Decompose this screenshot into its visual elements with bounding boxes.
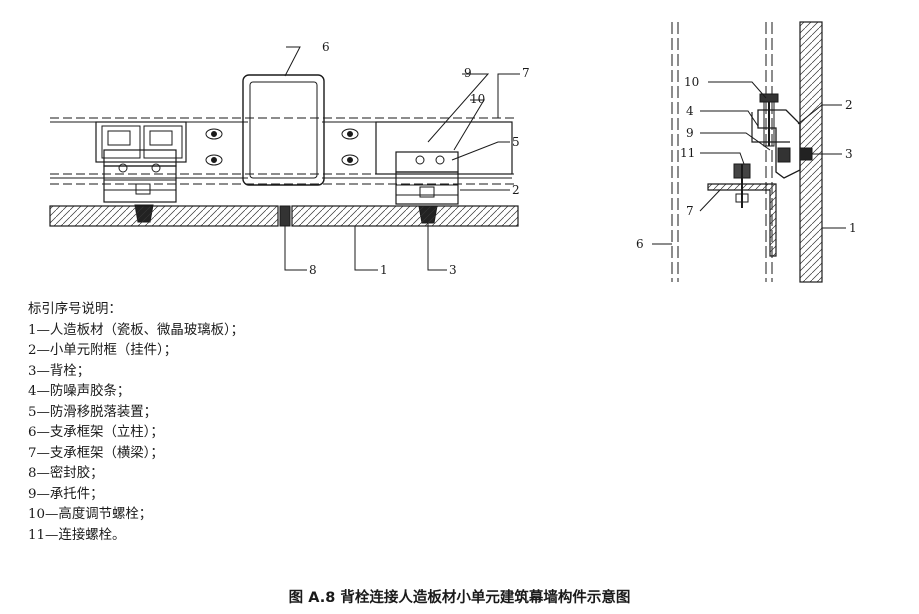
legend-item: 9—承托件；: [28, 486, 104, 502]
callout-4: 4: [686, 104, 694, 118]
callout-7: 7: [522, 66, 530, 80]
legend-title: 标引序号说明：: [28, 302, 122, 317]
legend-item: 10—高度调节螺栓；: [28, 507, 153, 522]
callout-9: 9: [464, 66, 472, 80]
legend: 标引序号说明： 1—人造板材（瓷板、微晶玻璃板）； 2—小单元附框（挂件）； 3…: [28, 300, 588, 546]
right-section-view: [652, 21, 846, 283]
callout-10: 10: [684, 75, 699, 89]
callout-11: 11: [680, 146, 695, 160]
callout-3: 3: [449, 263, 457, 277]
callout-10: 10: [470, 92, 485, 106]
legend-item: 6—支承框架（立柱）；: [28, 425, 164, 440]
callout-7: 7: [686, 204, 694, 218]
left-plan-callouts: 6 9 7 10 5 2 8 1 3: [309, 40, 530, 277]
callout-2: 2: [512, 183, 520, 197]
callout-8: 8: [309, 263, 317, 277]
legend-item: 5—防滑移脱落装置；: [28, 404, 158, 420]
callout-6: 6: [636, 237, 644, 251]
construction-drawing: 6 9 7 10 5 2 8 1 3: [49, 21, 857, 283]
figure-caption: 图 A.8 背栓连接人造板材小单元建筑幕墙构件示意图: [288, 590, 631, 606]
callout-1: 1: [849, 221, 857, 235]
legend-item: 8—密封胶；: [28, 466, 104, 481]
legend-item: 11—连接螺栓。: [28, 527, 126, 543]
legend-item: 1—人造板材（瓷板、微晶玻璃板）；: [28, 322, 245, 338]
callout-1: 1: [380, 263, 388, 277]
legend-item: 4—防噪声胶条；: [28, 384, 131, 399]
right-section-callouts: 10 4 9 11 7 2 3 6 1: [636, 75, 857, 251]
legend-item: 3—背栓；: [28, 363, 91, 379]
left-plan-view: [49, 46, 520, 271]
callout-2: 2: [845, 98, 853, 112]
callout-6: 6: [322, 40, 330, 54]
callout-9: 9: [686, 126, 694, 140]
callout-3: 3: [845, 147, 853, 161]
callout-5: 5: [512, 135, 520, 149]
legend-item: 7—支承框架（横梁）；: [28, 445, 164, 461]
legend-item: 2—小单元附框（挂件）；: [28, 343, 178, 358]
